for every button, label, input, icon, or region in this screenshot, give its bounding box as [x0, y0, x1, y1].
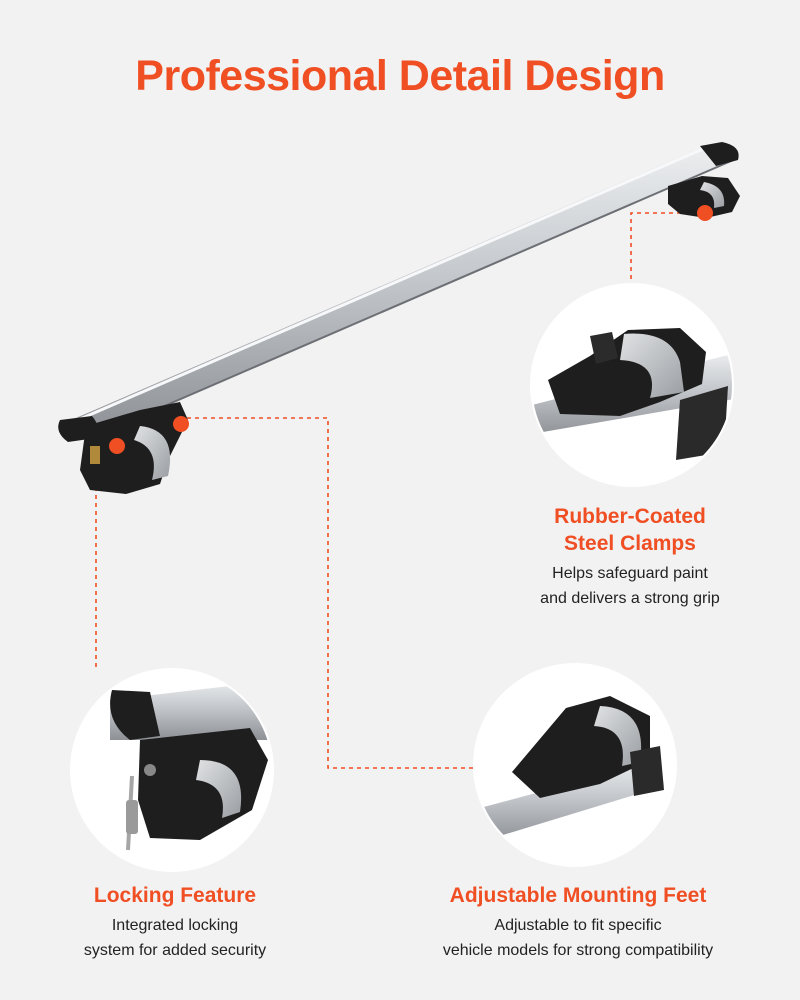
marker-dot-clamp: [697, 205, 713, 221]
feature-feet-desc-line1: Adjustable to fit specific: [494, 917, 662, 934]
marker-dot-lock: [109, 438, 125, 454]
feature-clamp-title: Rubber-Coated Steel Clamps: [500, 503, 760, 557]
feature-clamp-desc-line2: and delivers a strong grip: [540, 590, 720, 607]
feature-lock-description: Integrated locking system for added secu…: [40, 913, 310, 963]
feature-feet-title: Adjustable Mounting Feet: [449, 884, 707, 907]
feature-lock: Locking Feature Integrated locking syste…: [40, 882, 310, 963]
feature-clamp-description: Helps safeguard paint and delivers a str…: [500, 561, 760, 611]
clamp-detail-image: [530, 283, 734, 487]
feature-clamp: Rubber-Coated Steel Clamps Helps safegua…: [500, 503, 760, 611]
page-title: Professional Detail Design: [135, 52, 665, 100]
feature-lock-desc-line1: Integrated locking: [111, 917, 239, 934]
feature-feet-desc-line2: vehicle models for strong compatibility: [442, 942, 714, 959]
lock-key-detail-image: [70, 668, 274, 872]
feature-feet: Adjustable Mounting Feet Adjustable to f…: [398, 882, 758, 963]
mounting-foot-detail-image: [473, 663, 677, 867]
feature-lock-desc-line2: system for added security: [83, 942, 267, 959]
feature-lock-title: Locking Feature: [93, 884, 257, 907]
marker-dot-feet: [173, 416, 189, 432]
feature-feet-description: Adjustable to fit specific vehicle model…: [398, 913, 758, 963]
left-foot: [80, 402, 188, 494]
leader-line-feet: [187, 417, 475, 769]
feature-clamp-desc-line1: Helps safeguard paint: [552, 565, 708, 582]
leader-line-clamp: [630, 212, 705, 285]
feature-clamp-title-line2: Steel Clamps: [564, 532, 696, 555]
feature-clamp-title-line1: Rubber-Coated: [554, 505, 706, 528]
right-foot: [668, 176, 740, 218]
